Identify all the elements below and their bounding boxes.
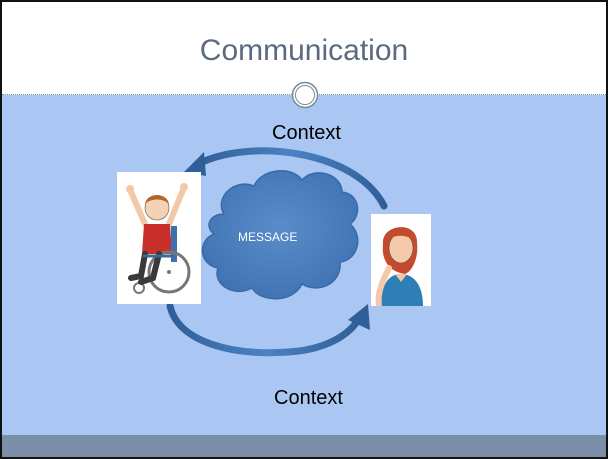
message-label: MESSAGE (238, 230, 298, 244)
receiver-illustration (371, 214, 431, 306)
arrow-top (184, 147, 388, 210)
title-bar: Communication (2, 2, 606, 94)
slide-title: Communication (199, 34, 409, 67)
arrow-bottom (166, 302, 370, 357)
sender-illustration (117, 172, 201, 304)
footer-bar (2, 435, 606, 457)
circle-ornament-icon (291, 81, 319, 109)
context-label-bottom: Context (274, 387, 343, 409)
context-label-top: Context (272, 122, 341, 144)
message-cloud (201, 170, 359, 300)
